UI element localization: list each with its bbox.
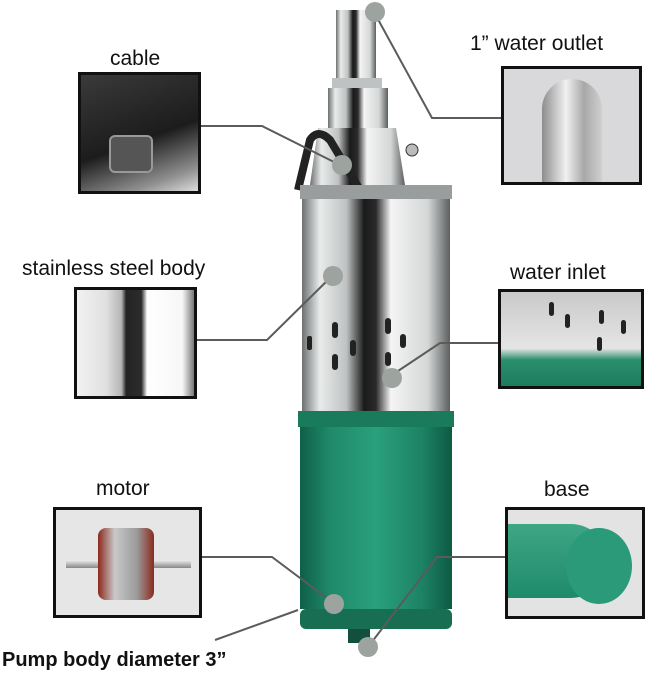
motor-photo [53,507,202,618]
stainless-body-label: stainless steel body [22,257,206,280]
inlet-slot-icon [549,302,554,316]
inlet-slot-icon [621,320,626,334]
base-photo [505,507,645,619]
water-inlet-label: water inlet [510,261,606,284]
cable-marker-dot [332,155,352,175]
cable-photo [78,72,201,194]
outlet-marker-dot [365,2,385,22]
stainless-body-photo [74,287,197,399]
cable-label: cable [110,47,161,70]
water-outlet-label: 1” water outlet [470,32,604,55]
base-marker-dot [358,637,378,657]
water-inlet-photo [498,289,644,389]
inlet-slot-icon [565,314,570,328]
cable-connector-icon [109,135,153,173]
base-label: base [544,478,590,501]
pump-diameter-caption: Pump body diameter 3” [2,649,227,671]
motor-label: motor [96,477,150,500]
inlet-slot-icon [597,337,602,351]
motor-rotor-icon [98,528,154,600]
body-marker-dot [323,266,343,286]
inlet-marker-dot [382,368,402,388]
base-end-cap-icon [566,528,632,604]
inlet-slot-icon [599,310,604,324]
motor-marker-dot [324,594,344,614]
threaded-outlet-icon [542,79,602,182]
water-outlet-photo [501,66,642,185]
